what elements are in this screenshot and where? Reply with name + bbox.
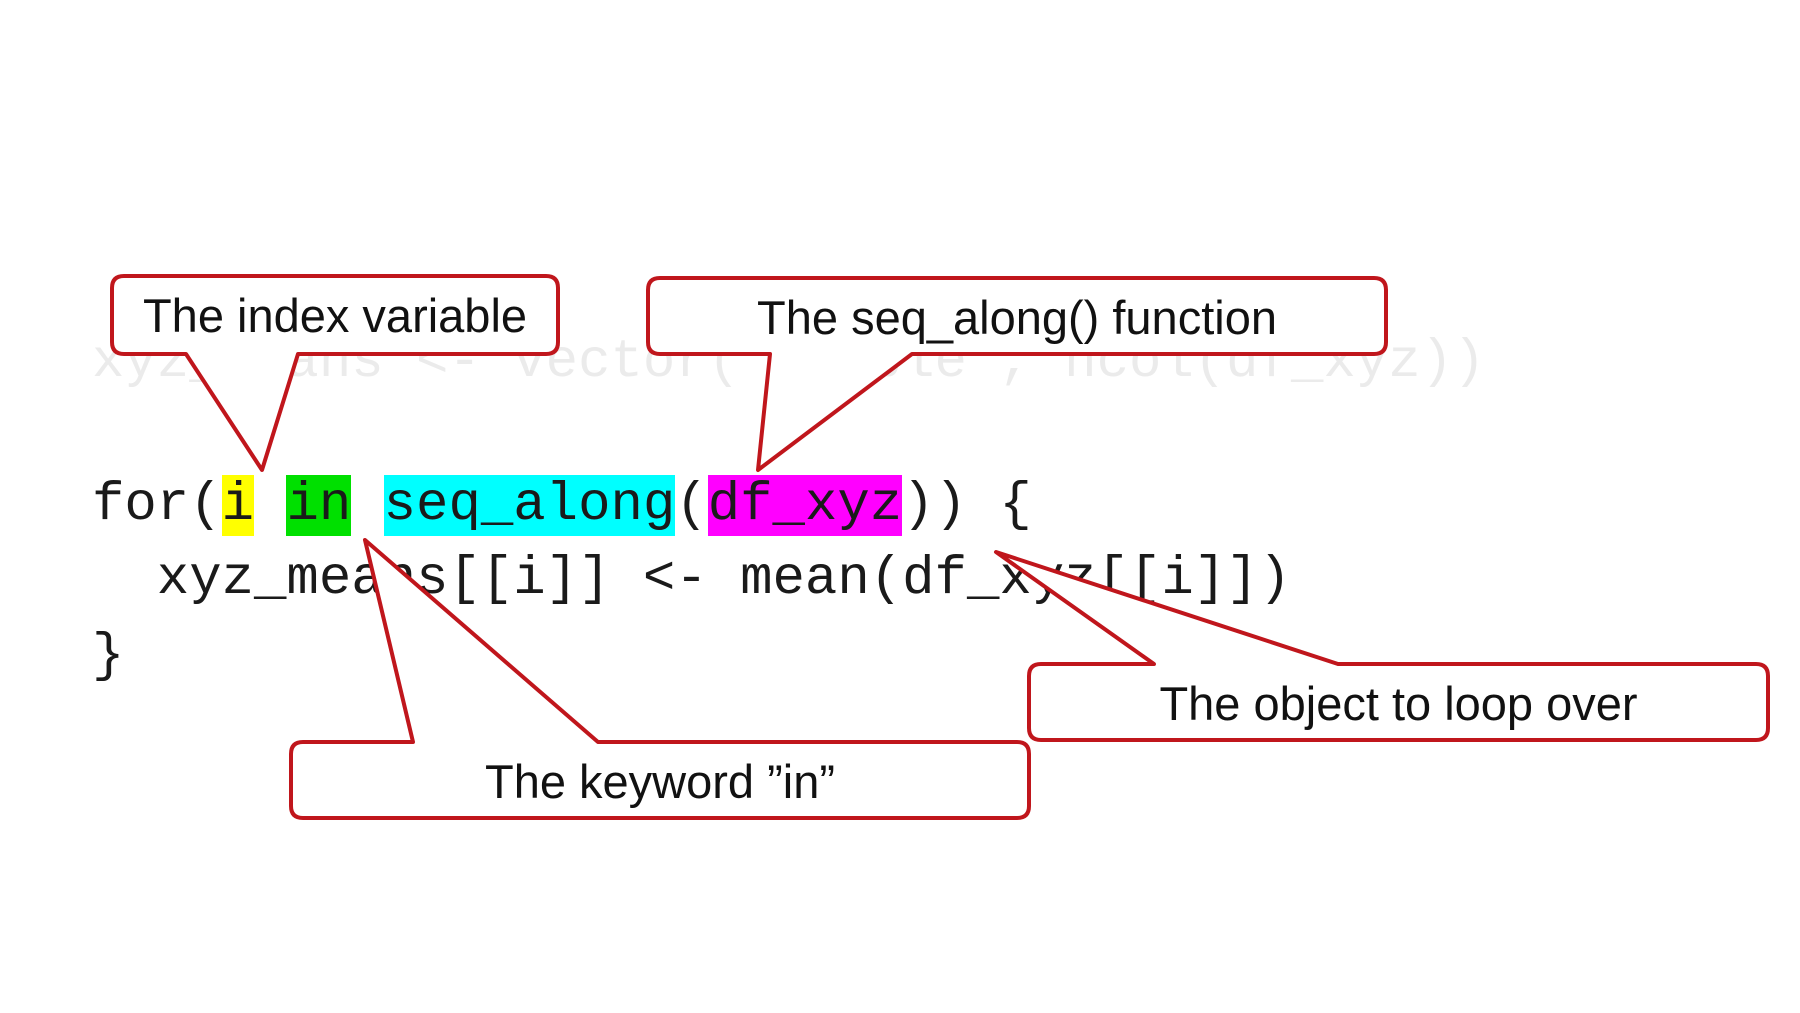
callout-in-shape [289,538,1031,820]
open-paren-token: ( [675,475,708,536]
callout-object-shape [994,550,1770,742]
closing-brace-line: } [92,626,125,687]
index-variable-token: i [221,475,255,536]
callout-seq-along-shape [646,276,1388,472]
object-token: df_xyz [707,475,903,536]
seq-along-token: seq_along [383,475,676,536]
callout-seq-along-label: The seq_along() function [757,291,1277,344]
for-keyword: for( [92,475,222,536]
for-loop-line: for(i in seq_along(df_xyz)) { [92,475,1032,536]
callout-index-shape [110,274,560,472]
callout-keyword-in-label: The keyword ”in” [485,755,835,808]
in-keyword-token: in [286,475,352,536]
callout-object-label: The object to loop over [1159,677,1638,730]
callout-index-variable-label: The index variable [142,289,528,342]
closing-token: )) { [902,475,1032,536]
